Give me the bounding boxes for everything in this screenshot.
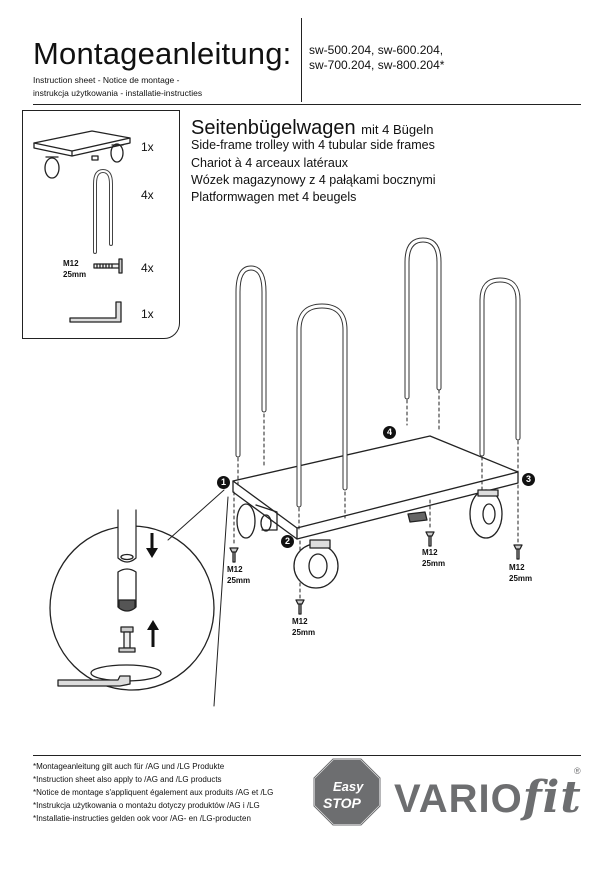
screw-label-2-length: 25mm [292,628,316,637]
platform-part-illustration [33,130,131,179]
footnote-en: *Instruction sheet also apply to /AG and… [33,775,222,784]
hex-key-detail [57,675,131,687]
brand-part-fit: fit [522,772,582,823]
arrow-up-icon [147,620,159,647]
brand-logo: VARIOfit [394,772,582,823]
side-frame-left-back [235,265,267,458]
product-line-en: Side-frame trolley with 4 tubular side f… [191,138,435,152]
step-marker-4: 4 [383,426,396,439]
footer-rule [33,755,581,756]
footnote-de: *Montageanleitung gilt auch für /AG und … [33,762,225,771]
product-line-fr: Chariot à 4 arceaux latéraux [191,156,349,170]
screw-label-4-size: M12 [509,563,525,572]
screw-label-3-length: 25mm [422,559,446,568]
side-frame-right-front [479,277,521,457]
screw-spec-length: 25mm [63,270,87,279]
registered-mark: ® [574,766,581,776]
easy-stop-badge [313,758,381,826]
hex-key-icon [69,301,122,323]
subtitle-line-2: instrukcja użytkowania - installatie-ins… [33,88,203,98]
screw-label-1-size: M12 [227,565,243,574]
product-line-nl: Platformwagen met 4 beugels [191,190,357,204]
product-heading-suffix: mit 4 Bügeln [361,122,434,137]
detail-tube [117,509,137,563]
header-divider [301,18,302,102]
parts-list-box [22,110,180,339]
screw-label-4-length: 25mm [509,574,533,583]
product-heading-main: Seitenbügelwagen [191,117,356,139]
badge-text-easy: Easy [333,779,364,794]
step-marker-3: 3 [522,473,535,486]
arrow-down-icon [146,533,158,558]
model-numbers-line-1: sw-500.204, sw-600.204, [309,43,444,57]
wheel-icon [236,503,278,539]
side-frame-part-illustration [93,169,113,254]
screw-spec-size: M12 [63,259,79,268]
step-marker-2: 2 [281,535,294,548]
product-line-pl: Wózek magazynowy z 4 pałąkami bocznymi [191,173,436,187]
part-qty-side-frame: 4x [141,188,154,202]
part-qty-platform: 1x [141,140,154,154]
trolley-platform [232,435,519,540]
part-qty-screw: 4x [141,261,154,275]
screw-label-2-size: M12 [292,617,308,626]
side-frame-right-back [404,237,442,400]
screw-label-3-size: M12 [422,548,438,557]
step-marker-1: 1 [217,476,230,489]
footnote-pl: *Instrukcja użytkowania o montażu dotycz… [33,801,260,810]
badge-text-stop: STOP [323,795,361,811]
model-numbers-line-2: sw-700.204, sw-800.204* [309,58,445,72]
brand-part-vario: VARIO [394,777,523,821]
footnote-fr: *Notice de montage s'appliquent égalemen… [33,788,274,797]
subtitle-line-1: Instruction sheet - Notice de montage - [33,75,180,85]
header-rule [33,104,581,105]
product-heading: Seitenbügelwagen mit 4 Bügeln [191,117,433,140]
screw-icon [93,258,123,274]
screw-label-1-length: 25mm [227,576,251,585]
page-title: Montageanleitung: [33,36,292,71]
part-qty-hex-key: 1x [141,307,154,321]
footnote-nl: *Installatie-instructies gelden ook voor… [33,814,251,823]
